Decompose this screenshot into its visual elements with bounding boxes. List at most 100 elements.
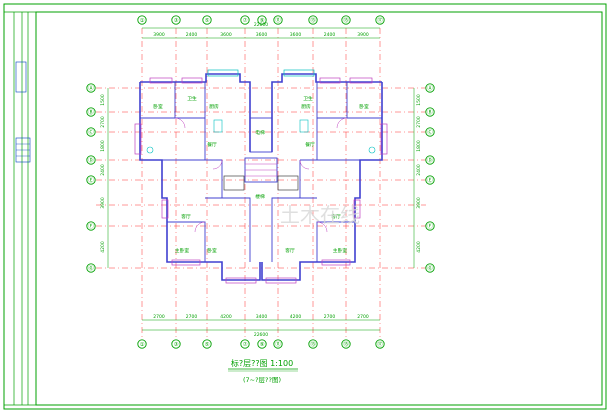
svg-text:⑪: ⑪ — [275, 340, 281, 348]
dim-right-segment: 2400 — [416, 164, 422, 176]
axis-bubble-bottom: ⑮ — [341, 339, 351, 349]
svg-text:③: ③ — [174, 18, 179, 24]
svg-text:Ⓑ: Ⓑ — [427, 108, 433, 116]
dim-right-segment: 4200 — [416, 241, 422, 253]
dim-left-segment: 1500 — [100, 94, 106, 106]
axis-bubble-bottom: ⑰ — [375, 339, 385, 349]
svg-text:Ⓔ: Ⓔ — [88, 176, 94, 184]
room-label: 卫生 — [303, 95, 313, 102]
svg-text:①: ① — [140, 18, 145, 24]
svg-text:⑬: ⑬ — [310, 340, 316, 348]
dim-right-segment: 1500 — [416, 94, 422, 106]
svg-text:⑨: ⑨ — [260, 17, 265, 24]
dim-right-segment: 3900 — [416, 197, 422, 209]
svg-text:Ⓕ: Ⓕ — [88, 222, 94, 230]
drawing-border — [35, 11, 603, 406]
room-label: 厨房 — [301, 103, 311, 110]
dim-top-segment: 3900 — [357, 32, 369, 38]
svg-text:①: ① — [140, 342, 145, 348]
dim-left-segment: 3900 — [100, 197, 106, 209]
wall-layout — [134, 69, 388, 284]
room-label: 厨房 — [209, 103, 219, 110]
svg-text:⑬: ⑬ — [310, 16, 316, 24]
svg-text:⑮: ⑮ — [343, 16, 349, 24]
axis-bubble-top: ⑨ — [257, 15, 267, 25]
watermark-text: 土木在线 — [280, 203, 360, 227]
dim-right-segment: 1800 — [416, 140, 422, 152]
axis-bubble-top: ⑰ — [375, 15, 385, 25]
axis-bubble-left: Ⓔ — [86, 175, 96, 185]
room-label: 客厅 — [331, 213, 341, 220]
axis-bubble-left: Ⓐ — [86, 83, 96, 93]
dimension-lines: 22600 3900 2400 3600 3600 3600 2400 3900 2700 270… — [100, 22, 422, 338]
dim-top-segment: 3600 — [220, 32, 232, 38]
axis-bubble-left: Ⓓ — [86, 155, 96, 165]
room-label: 卧室 — [207, 247, 217, 254]
svg-text:Ⓕ: Ⓕ — [427, 222, 433, 230]
room-label: 主卧室 — [333, 247, 348, 254]
room-label: 卫生 — [187, 95, 197, 102]
axis-bubble-bottom: ⑦ — [240, 339, 250, 349]
axis-bubble-top: ⑪ — [273, 15, 283, 25]
dim-left-segment: 2700 — [100, 116, 106, 128]
title-block-strip — [4, 11, 36, 406]
axis-bubble-top: ① — [137, 15, 147, 25]
dim-top-overall: 22600 — [254, 22, 268, 28]
drawing-subtitle: (7~?层??图) — [243, 376, 281, 384]
axis-bubble-right: Ⓒ — [425, 127, 435, 137]
room-label: 卧室 — [153, 103, 163, 110]
room-label: 餐厅 — [305, 141, 315, 148]
room-label: 电梯 — [255, 129, 265, 136]
dim-bottom-segment: 4200 — [290, 314, 302, 320]
axis-bubble-bottom: ⑬ — [308, 339, 318, 349]
dim-top-segment: 2400 — [324, 32, 336, 38]
dim-bottom-overall: 22600 — [254, 332, 268, 338]
svg-text:③: ③ — [174, 342, 179, 348]
axis-bubble-bottom: ⑨ — [257, 339, 267, 349]
svg-text:Ⓔ: Ⓔ — [427, 176, 433, 184]
room-labels: 卧室卫生厨房餐厅客厅主卧室电梯楼梯卫生厨房卧室餐厅客厅主卧室卧室客厅 — [153, 95, 369, 254]
svg-text:Ⓐ: Ⓐ — [88, 84, 94, 92]
dim-bottom-segment: 3400 — [256, 314, 268, 320]
svg-text:Ⓒ: Ⓒ — [88, 128, 94, 136]
dim-top-segment: 3600 — [256, 32, 268, 38]
room-label: 卧室 — [359, 103, 369, 110]
room-label: 餐厅 — [207, 141, 217, 148]
axis-bubble-top: ③ — [171, 15, 181, 25]
dim-top-segment: 3900 — [153, 32, 165, 38]
svg-text:⑪: ⑪ — [275, 16, 281, 24]
axis-bubble-top: ⑦ — [240, 15, 250, 25]
dim-left-segment: 4200 — [100, 241, 106, 253]
dim-top-segment: 3600 — [290, 32, 302, 38]
svg-text:⑤: ⑤ — [205, 18, 210, 24]
dim-top-segment: 2400 — [186, 32, 198, 38]
axis-bubble-bottom: ③ — [171, 339, 181, 349]
dim-left-segment: 1800 — [100, 140, 106, 152]
room-label: 客厅 — [285, 247, 295, 254]
axis-bubble-top: ⑬ — [308, 15, 318, 25]
axis-bubble-top: ⑤ — [202, 15, 212, 25]
room-label: 楼梯 — [255, 193, 265, 200]
drawing-title: 标?层??图 1:100 — [231, 358, 293, 368]
axis-bubble-right: Ⓖ — [425, 263, 435, 273]
axis-bubble-right: Ⓔ — [425, 175, 435, 185]
dim-bottom-segment: 2700 — [186, 314, 198, 320]
axis-bubble-bottom: ① — [137, 339, 147, 349]
axis-bubble-bottom: ⑪ — [273, 339, 283, 349]
svg-text:Ⓑ: Ⓑ — [88, 108, 94, 116]
dim-bottom-segment: 4200 — [220, 314, 232, 320]
svg-text:⑤: ⑤ — [205, 342, 210, 348]
svg-text:Ⓐ: Ⓐ — [427, 84, 433, 92]
dim-bottom-segment: 2700 — [357, 314, 369, 320]
svg-text:Ⓒ: Ⓒ — [427, 128, 433, 136]
axis-bubble-right: Ⓓ — [425, 155, 435, 165]
dim-bottom-segment: 2700 — [153, 314, 165, 320]
axis-bubble-left: Ⓑ — [86, 107, 96, 117]
svg-text:⑨: ⑨ — [260, 341, 265, 348]
axis-bubble-right: Ⓑ — [425, 107, 435, 117]
svg-text:⑰: ⑰ — [377, 16, 383, 24]
axis-bubble-left: Ⓒ — [86, 127, 96, 137]
